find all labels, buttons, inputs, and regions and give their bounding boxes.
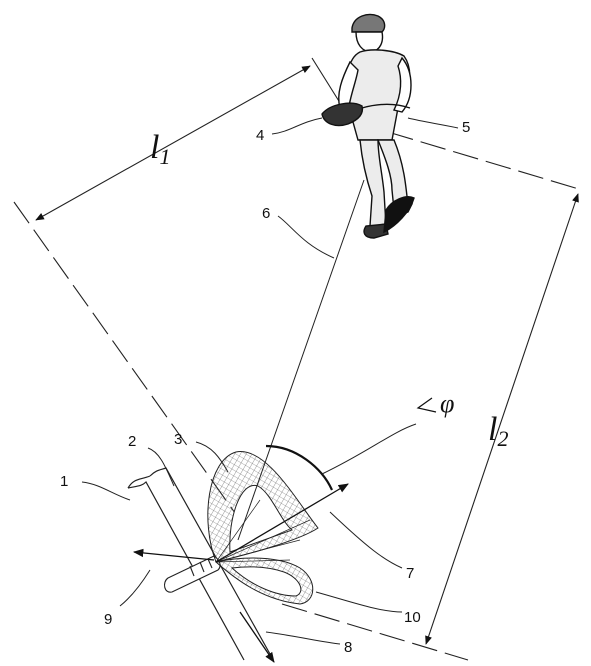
l1-label: l1 — [150, 129, 170, 169]
pipe-axis-dashed-line — [13, 201, 241, 521]
operator-left-leg — [359, 139, 387, 227]
l1-dimension-arrow — [35, 65, 311, 221]
leader-lines — [81, 117, 459, 645]
operator-shadow — [383, 196, 415, 234]
antenna-strap — [361, 103, 411, 109]
l2-symbol: l — [488, 411, 497, 448]
l2-label: l2 — [488, 411, 508, 451]
probe-arrows — [132, 483, 349, 663]
dimension-arrows — [35, 65, 579, 645]
callout-3: 3 — [174, 431, 182, 448]
callout-5: 5 — [462, 119, 470, 136]
leader-10 — [315, 591, 403, 613]
l2-dimension-arrow — [425, 193, 579, 645]
operator-figure — [321, 13, 415, 239]
sensor-probe — [163, 555, 221, 593]
operator-left-boot — [363, 223, 389, 239]
leader-8 — [265, 631, 341, 645]
angle-arc — [265, 444, 334, 491]
leader-4 — [271, 117, 323, 135]
ground-baseline-dashed-line — [281, 603, 469, 661]
leader-6 — [277, 215, 335, 259]
l1-subscript: 1 — [159, 144, 170, 169]
l2-subscript: 2 — [497, 426, 508, 451]
operator-baseline-dashed-line — [387, 131, 583, 191]
leader-9 — [119, 569, 151, 607]
leader-5 — [407, 117, 459, 129]
callout-9: 9 — [104, 611, 112, 628]
lobe-spokes — [215, 499, 311, 563]
pipe-break-top — [127, 475, 151, 489]
operator-right-arm — [392, 56, 412, 113]
radiation-pattern — [207, 451, 319, 605]
leader-angle — [321, 423, 417, 475]
angle-label: φ — [440, 389, 454, 418]
receiver-device — [321, 102, 364, 127]
callout-labels: 1 2 3 4 5 6 7 8 9 10 — [60, 119, 470, 656]
angle-symbol-mark — [416, 397, 437, 413]
callout-7: 7 — [406, 565, 414, 582]
leader-1 — [81, 481, 131, 501]
l1-symbol: l — [150, 129, 159, 166]
leader-3 — [195, 441, 229, 473]
callout-8: 8 — [344, 639, 352, 656]
callout-10: 10 — [404, 609, 421, 626]
operator-helmet — [351, 13, 386, 33]
callout-4: 4 — [256, 127, 264, 144]
operator-head — [355, 31, 384, 53]
callout-6: 6 — [262, 205, 270, 222]
main-lobe-axis-arrow — [215, 483, 349, 563]
lower-lobe-inner — [230, 566, 302, 597]
callout-2: 2 — [128, 433, 136, 450]
pipe-direction-arrow — [239, 611, 275, 663]
leader-7 — [329, 511, 403, 569]
leader-2 — [147, 447, 175, 487]
pipe-left-edge — [127, 481, 245, 661]
line-of-sight — [237, 179, 365, 541]
callout-1: 1 — [60, 473, 68, 490]
probe-backward-arrow — [132, 548, 215, 561]
